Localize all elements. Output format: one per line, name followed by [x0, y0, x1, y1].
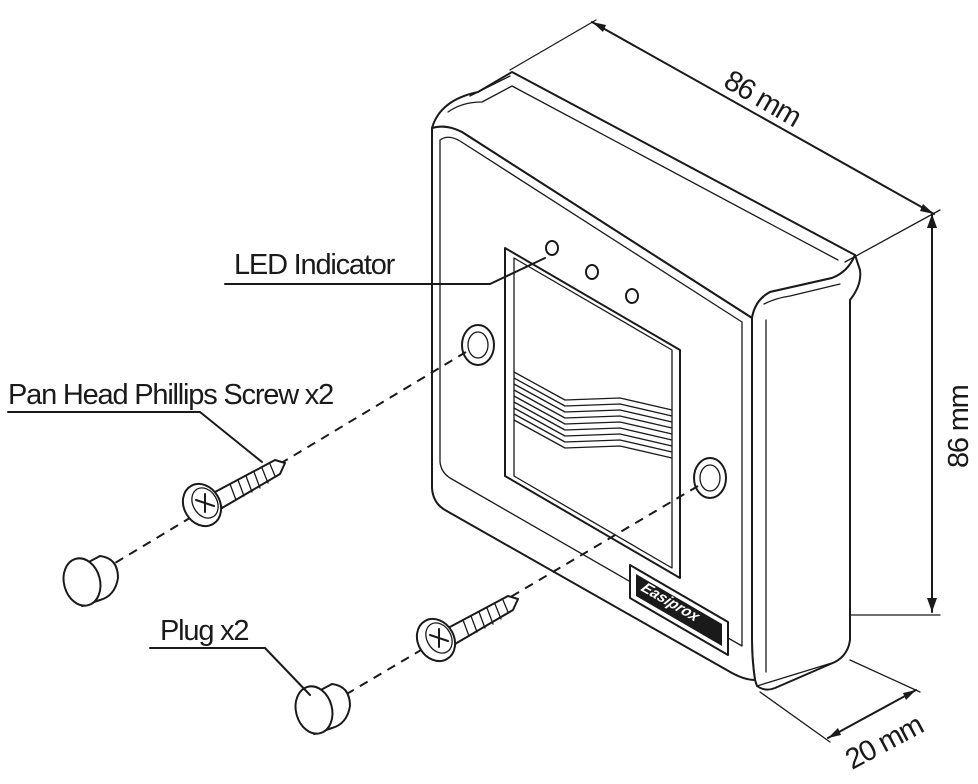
- leader-plug: [149, 647, 311, 696]
- label-screw: Pan Head Phillips Screw x2: [8, 379, 333, 411]
- dimension-height: 86 mm: [849, 213, 975, 616]
- led-indicators: [545, 240, 639, 304]
- screw-hole-bottom: [693, 457, 727, 499]
- reader-stripes: [513, 371, 673, 459]
- dimension-depth-label: 20 mm: [840, 709, 928, 776]
- reader-window: [504, 247, 681, 579]
- leader-led: [224, 257, 546, 285]
- screw-1: [181, 459, 286, 528]
- led-3: [625, 288, 639, 304]
- leader-screw: [7, 411, 263, 463]
- led-1: [545, 240, 559, 256]
- screw-2: [415, 595, 519, 663]
- label-plug: Plug x2: [160, 615, 248, 647]
- label-led-indicator: LED Indicator: [234, 249, 396, 281]
- screw-hole-top: [461, 324, 495, 366]
- plug-1: [62, 555, 119, 607]
- led-2: [585, 264, 599, 280]
- dimension-width-label: 86 mm: [719, 64, 807, 133]
- assembly-line-bottom: [339, 485, 699, 699]
- plug-2: [294, 683, 351, 735]
- dimension-height-label: 86 mm: [943, 385, 975, 468]
